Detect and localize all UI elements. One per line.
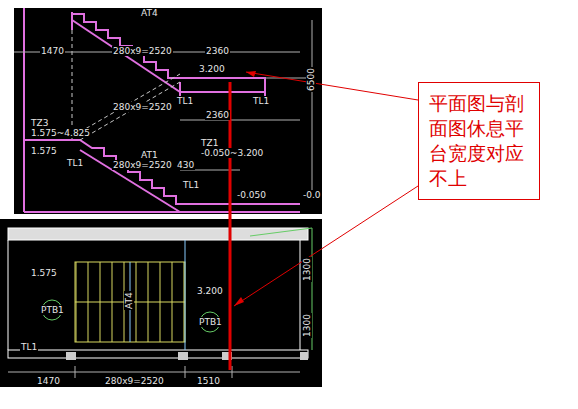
cad-label: TL1 bbox=[182, 180, 200, 190]
cad-label: 1510 bbox=[196, 376, 221, 386]
cad-label: TZ3 bbox=[30, 118, 49, 128]
cad-label: PTB1 bbox=[40, 305, 65, 315]
cad-label: -0.050~3.200 bbox=[200, 148, 264, 158]
cad-label: 1300 bbox=[302, 313, 312, 338]
cad-label: 280x9=2520 bbox=[112, 102, 173, 112]
cad-label: 1.575~4.825 bbox=[30, 128, 91, 138]
cad-label: 280x9=2520 bbox=[104, 376, 165, 386]
cad-label: 1300 bbox=[302, 257, 312, 282]
cad-label: -0.050 bbox=[236, 190, 267, 200]
cad-label: 1.575 bbox=[30, 268, 58, 278]
cad-label: 3.200 bbox=[196, 286, 224, 296]
cad-label: 280x9=2520 bbox=[112, 46, 173, 56]
cad-label: TL1 bbox=[252, 96, 270, 106]
cad-label: 1470 bbox=[40, 46, 65, 56]
cad-label: AT1 bbox=[140, 150, 159, 160]
callout-text: 平面图与剖面图休息平台宽度对应不上 bbox=[429, 91, 529, 191]
cad-label: TL1 bbox=[66, 158, 84, 168]
cad-label: TL1 bbox=[20, 342, 38, 352]
cad-label: TL1 bbox=[176, 96, 194, 106]
callout-box: 平面图与剖面图休息平台宽度对应不上 bbox=[418, 82, 540, 200]
cad-label: 6500 bbox=[306, 67, 316, 92]
cad-label: 430 bbox=[176, 160, 195, 170]
cad-label: 1470 bbox=[36, 376, 61, 386]
cad-label: TZ1 bbox=[200, 138, 219, 148]
cad-label: 1.575 bbox=[30, 146, 58, 156]
cad-label: 3.200 bbox=[198, 64, 226, 74]
cad-label: PTB1 bbox=[198, 317, 223, 327]
cad-label: 2360 bbox=[205, 46, 230, 56]
cad-label: 2360 bbox=[205, 110, 230, 120]
cad-label: -0.0 bbox=[302, 190, 322, 200]
cad-label: 280x9=2520 bbox=[112, 160, 173, 170]
cad-label: AT4 bbox=[140, 8, 159, 18]
cad-label: AT4 bbox=[124, 291, 134, 310]
